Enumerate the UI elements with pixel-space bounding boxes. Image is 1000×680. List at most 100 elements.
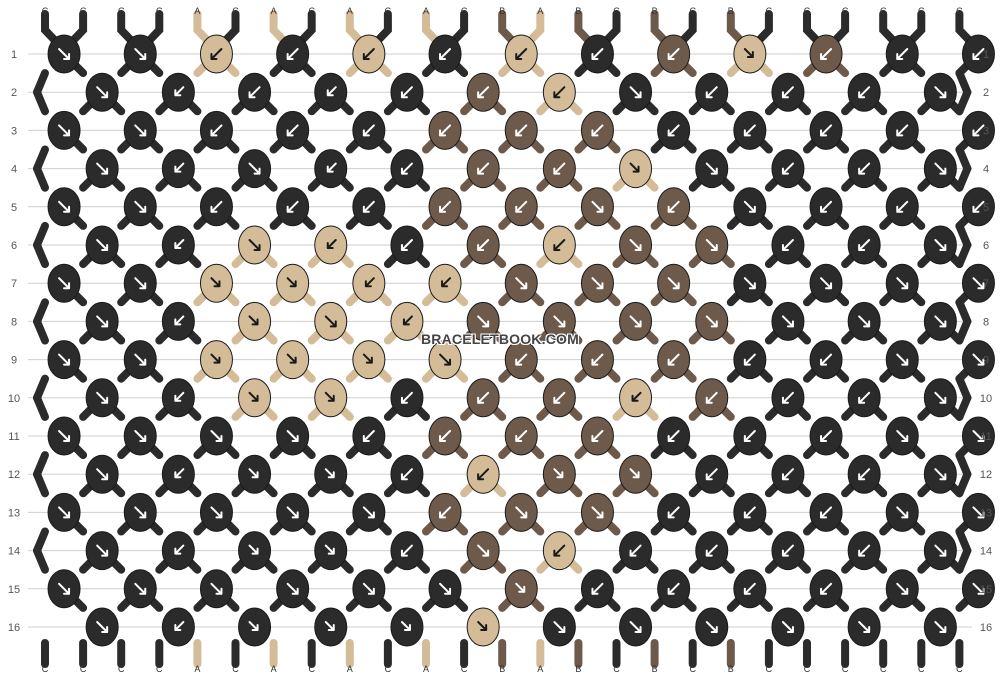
knot-arrow-icon [705,391,718,404]
knot-arrow-icon [667,48,680,60]
knot-arrow-icon [439,506,452,519]
string-letter-top: C [232,6,239,16]
knot-arrow-icon [705,315,718,328]
string-letter-bottom: C [918,664,925,674]
knot-arrow-icon [972,430,985,442]
knot-arrow-icon [248,391,259,402]
string-letter-bottom: C [956,664,963,674]
knot [161,301,195,341]
knot-arrow-icon [324,315,337,328]
knot-arrow-icon [210,582,223,595]
knot-arrow-icon [362,430,375,442]
row-label-left: 15 [8,584,20,596]
knot [276,416,310,456]
knot [809,416,843,456]
string-letter-bottom: C [613,664,620,674]
knot-arrow-icon [400,621,411,631]
knot [809,569,843,609]
knot [542,225,576,265]
knot [695,607,729,647]
string-letter-bottom: A [347,664,353,674]
knot [47,34,81,74]
knot [466,454,500,494]
knot-arrow-icon [629,86,642,99]
knot [314,607,348,647]
knot-arrow-icon [896,48,909,60]
knot [161,378,195,418]
knot [390,72,424,112]
knot [885,416,919,456]
knot-arrow-icon [896,353,909,366]
knot-arrow-icon [248,468,259,479]
knot-arrow-icon [820,582,833,595]
string-letter-top: C [880,6,887,16]
knot-arrow-icon [629,468,640,479]
knot [47,187,81,227]
knot [771,301,805,341]
row-label-right: 9 [983,355,989,367]
knot-arrow-icon [174,391,185,402]
knot-arrow-icon [477,544,490,557]
knot [276,492,310,532]
knot [771,454,805,494]
knot [238,378,272,418]
knot [619,454,653,494]
knot [123,416,157,456]
row-label-right: 4 [983,164,989,176]
knot-arrow-icon [248,621,259,631]
knot [580,263,614,303]
knot-arrow-icon [934,468,947,481]
row-label-right: 16 [980,622,992,634]
knot [390,225,424,265]
knot [657,340,691,380]
knot [695,225,729,265]
knot [238,149,272,189]
knot [314,378,348,418]
knot-arrow-icon [934,162,947,175]
knot [352,187,386,227]
knot-arrow-icon [58,430,71,442]
knot [428,187,462,227]
knot-arrow-icon [362,353,373,364]
knot-arrow-icon [515,430,528,442]
string-letter-top: B [728,6,734,16]
knot-arrow-icon [400,86,413,99]
knot [961,340,995,380]
knot-arrow-icon [972,277,985,290]
knot [885,569,919,609]
knot [733,569,767,609]
knot [466,378,500,418]
knot [580,569,614,609]
knot [238,225,272,265]
knot [238,301,272,341]
knot-arrow-icon [58,124,71,137]
knot-arrow-icon [743,200,756,213]
knot-arrow-icon [134,353,147,366]
knot-arrow-icon [248,544,259,555]
knot [123,492,157,532]
knot-arrow-icon [858,544,871,557]
string-letter-bottom: C [42,664,49,674]
knot [771,149,805,189]
knot-arrow-icon [96,544,109,557]
knot [619,301,653,341]
knot [466,72,500,112]
row-label-left: 12 [8,469,20,481]
string-letter-top: C [613,6,620,16]
knot [923,225,957,265]
string-letter-top: C [385,6,392,16]
knot-arrow-icon [362,582,375,595]
knot [238,531,272,571]
knot-arrow-icon [591,200,604,213]
knot-arrow-icon [515,277,528,290]
knot-arrow-icon [781,315,794,328]
knot-arrow-icon [972,48,985,60]
knot [352,492,386,532]
string-letter-bottom: A [194,664,200,674]
knot-arrow-icon [402,315,413,326]
knot [504,110,538,150]
knot [428,340,462,380]
knot [619,225,653,265]
knot [885,187,919,227]
knot-arrow-icon [174,86,185,97]
